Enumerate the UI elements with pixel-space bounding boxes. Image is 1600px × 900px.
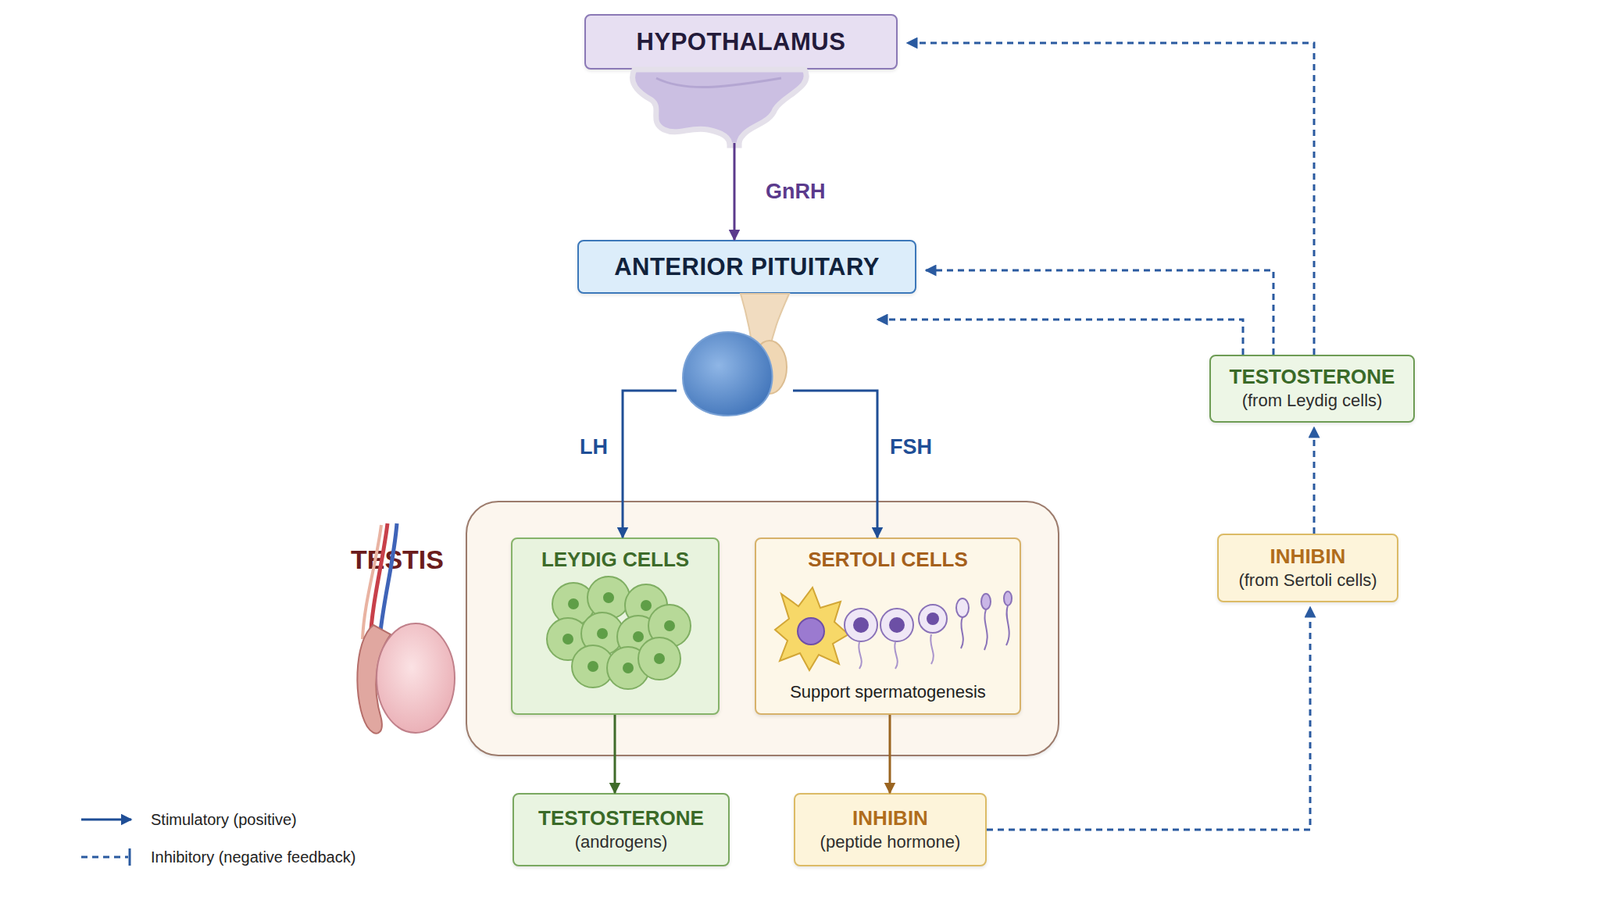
hormone-box: INHIBIN(from Sertoli cells) bbox=[1217, 533, 1399, 603]
sperm-tail bbox=[1006, 605, 1010, 646]
hormone-label: LH bbox=[579, 436, 608, 458]
germ-cell bbox=[918, 604, 947, 633]
node-title: INHIBIN bbox=[1270, 545, 1347, 569]
node-subtitle: (from Sertoli cells) bbox=[1238, 570, 1377, 591]
feedback-arrow bbox=[1313, 427, 1316, 534]
nucleus bbox=[632, 631, 644, 643]
nucleus bbox=[603, 592, 615, 604]
testis-body bbox=[376, 623, 455, 733]
node-title: TESTIS bbox=[350, 544, 444, 575]
cell bbox=[581, 612, 624, 655]
hypothalamus-tissue bbox=[632, 69, 807, 146]
secretion-arrow bbox=[614, 714, 617, 793]
tissue-shading bbox=[656, 78, 782, 88]
sertoli-illustration bbox=[775, 587, 1012, 671]
epididymis bbox=[357, 625, 391, 734]
hormone-label: FSH bbox=[889, 436, 933, 458]
sperm-tail bbox=[984, 609, 988, 650]
node-title: INHIBIN bbox=[852, 807, 929, 831]
legend-text: Inhibitory (negative feedback) bbox=[150, 849, 356, 865]
node-title: TESTOSTERONE bbox=[1229, 365, 1396, 390]
anterior-pituitary-gland bbox=[682, 332, 773, 416]
nucleus bbox=[596, 628, 608, 640]
testicular-artery bbox=[370, 523, 388, 641]
feedback-arrow bbox=[986, 607, 1311, 830]
germ-cell bbox=[844, 608, 878, 642]
gland-box: ANTERIOR PITUITARY bbox=[577, 239, 917, 294]
germ-nucleus bbox=[889, 617, 905, 633]
legend-inhibitory-bar bbox=[128, 848, 132, 866]
hormone-box: INHIBIN(peptide hormone) bbox=[793, 792, 987, 867]
sperm-head bbox=[1003, 591, 1012, 606]
cell-tails bbox=[858, 634, 934, 669]
spermatid bbox=[956, 598, 969, 618]
node-title: LEYDIG CELLS bbox=[541, 548, 690, 572]
cell bbox=[638, 637, 681, 680]
node-title: TESTOSTERONE bbox=[538, 807, 704, 831]
legend-inhibitory-sample bbox=[81, 856, 129, 859]
feedback-arrow bbox=[877, 319, 1243, 355]
feedback-arrow bbox=[925, 270, 1274, 355]
hormone-box: TESTOSTERONE(androgens) bbox=[512, 792, 730, 867]
germ-nucleus bbox=[853, 617, 869, 633]
cell bbox=[625, 584, 668, 627]
cell bbox=[546, 617, 590, 661]
testicular-vein bbox=[379, 523, 397, 640]
brain-region-box: HYPOTHALAMUS bbox=[584, 14, 898, 70]
node-subtitle: Support spermatogenesis bbox=[789, 682, 986, 703]
germ-cell bbox=[880, 608, 914, 642]
sperm-tail bbox=[960, 617, 964, 649]
node-subtitle: (androgens) bbox=[575, 832, 668, 853]
sertoli-cell bbox=[775, 587, 849, 671]
leydig-cell-cluster bbox=[546, 576, 691, 690]
posterior-pituitary bbox=[752, 340, 787, 394]
cell-box: LEYDIG CELLS bbox=[510, 537, 720, 715]
germ-nucleus bbox=[926, 612, 940, 625]
nucleus bbox=[653, 653, 665, 665]
secretion-arrow bbox=[889, 714, 892, 793]
legend-text: Stimulatory (positive) bbox=[150, 811, 297, 828]
cell bbox=[587, 576, 630, 619]
node-title: HYPOTHALAMUS bbox=[636, 28, 847, 57]
cell bbox=[571, 645, 615, 688]
stimulatory-arrow bbox=[792, 390, 878, 538]
vas-deferens bbox=[362, 525, 382, 640]
sertoli-nucleus bbox=[797, 617, 825, 645]
cell-box: SERTOLI CELLS Support spermatogenesis bbox=[754, 537, 1022, 715]
pituitary-stalk bbox=[740, 293, 790, 360]
cell bbox=[617, 615, 660, 658]
nucleus bbox=[562, 633, 574, 645]
cell bbox=[648, 604, 691, 647]
cell bbox=[607, 646, 650, 690]
hormone-label: GnRH bbox=[765, 181, 826, 203]
nucleus bbox=[567, 598, 579, 610]
node-title: ANTERIOR PITUITARY bbox=[614, 253, 880, 282]
hormone-box: TESTOSTERONE(from Leydig cells) bbox=[1209, 354, 1415, 423]
nucleus bbox=[640, 600, 652, 611]
legend-stimulatory-sample bbox=[81, 818, 132, 822]
nucleus bbox=[664, 620, 675, 632]
node-title: SERTOLI CELLS bbox=[807, 548, 968, 572]
sperm-head bbox=[981, 593, 991, 610]
cell bbox=[552, 582, 595, 625]
stimulatory-arrow bbox=[622, 390, 677, 538]
stimulatory-arrow bbox=[733, 142, 736, 240]
nucleus bbox=[587, 660, 599, 672]
organ-container: TESTISLEYDIG CELLSSERTOLI CELLSSupport s… bbox=[465, 500, 1060, 757]
node-subtitle: (peptide hormone) bbox=[820, 832, 961, 853]
nucleus bbox=[622, 662, 634, 674]
feedback-arrow bbox=[907, 42, 1315, 355]
node-subtitle: (from Leydig cells) bbox=[1242, 390, 1383, 411]
